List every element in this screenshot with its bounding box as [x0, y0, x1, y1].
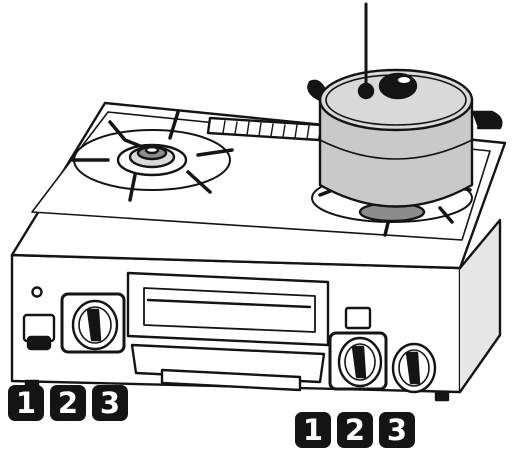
callout-right-3: 3: [379, 412, 415, 448]
callout-left-1: 1: [8, 385, 44, 421]
callout-right-2: 2: [337, 412, 373, 448]
third-knob: [393, 344, 435, 392]
pot: [308, 70, 501, 207]
callout-left-2: 2: [50, 385, 86, 421]
right-indicator: [346, 308, 370, 328]
callout-right-1: 1: [295, 412, 331, 448]
left-knob: [73, 301, 117, 349]
callout-left-3: 3: [92, 385, 128, 421]
control-window: [128, 273, 328, 390]
right-knob: [339, 338, 381, 386]
